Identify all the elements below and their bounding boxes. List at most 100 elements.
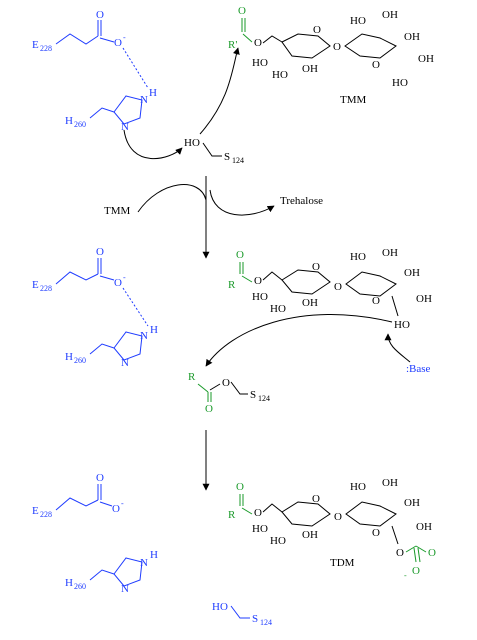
carbonyl-o: O: [96, 246, 104, 258]
base-arrow: [384, 333, 411, 363]
acyl-o: O: [236, 481, 244, 493]
glu-sub: 228: [40, 44, 52, 53]
glu-sub: 228: [40, 510, 52, 519]
r-group: R: [228, 509, 236, 521]
acyl-o: O: [205, 403, 213, 415]
glu228-residue-3: E 228 O O -: [32, 472, 124, 519]
tmm-molecule: O R' O O HO HO OH O HO OH OH OH O HO TMM: [228, 5, 434, 106]
ho-label: HO: [212, 601, 228, 613]
n-atom: N: [121, 583, 129, 595]
glyco-o: O: [333, 41, 341, 53]
oh-e: OH: [382, 247, 398, 259]
acyl-o-3: O: [412, 565, 420, 577]
ester-o-2: O: [396, 547, 404, 559]
oh-g: OH: [416, 293, 432, 305]
glu-label: E: [32, 39, 39, 51]
ser-label: S: [224, 151, 230, 163]
curved-arrow-3: [205, 314, 393, 367]
oh-g: OH: [416, 521, 432, 533]
trehalose-out-arrow: [209, 189, 275, 216]
oh-d: HO: [350, 481, 366, 493]
oh-e: OH: [382, 9, 398, 21]
charge-2: -: [404, 571, 407, 580]
his-sub: 260: [74, 582, 86, 591]
oh-g: OH: [418, 53, 434, 65]
carbonyl-o: O: [96, 472, 104, 484]
curved-arrow-1: [123, 129, 183, 159]
charge: -: [121, 499, 124, 508]
r-group: R: [228, 279, 236, 291]
nh: N: [140, 557, 148, 569]
base-label: :Base: [406, 363, 431, 375]
his-label: H: [65, 115, 73, 127]
nh: N: [140, 94, 148, 106]
acyl-enzyme: R O O S 124: [188, 371, 270, 415]
ser-sub: 124: [232, 156, 244, 165]
ring-o: O: [312, 261, 320, 273]
ser-sub: 124: [258, 394, 270, 403]
trehalose-label: Trehalose: [280, 195, 323, 207]
ser-label: S: [252, 613, 258, 625]
ester-o: O: [222, 377, 230, 389]
curved-arrow-2: [199, 47, 240, 135]
ring-o-2: O: [372, 295, 380, 307]
tmm-label: TMM: [340, 94, 367, 106]
his-label: H: [65, 577, 73, 589]
his260-residue-1: H 260 N H N: [65, 87, 157, 133]
oh-a: HO: [252, 291, 268, 303]
oh-d: HO: [350, 251, 366, 263]
n-atom: N: [121, 121, 129, 133]
oh-f: OH: [404, 497, 420, 509]
ser124-1: HO S 124: [184, 137, 244, 165]
carbonyl-o: O: [96, 9, 104, 21]
oh-b: HO: [270, 303, 286, 315]
tdm-molecule: O R O O HO HO OH O HO OH OH OH O O O O -…: [228, 477, 436, 580]
oh-a: HO: [252, 523, 268, 535]
ring-o: O: [313, 24, 321, 36]
nh: N: [140, 330, 148, 342]
glu-sub: 228: [40, 284, 52, 293]
ring-o-2: O: [372, 527, 380, 539]
charge: -: [123, 273, 126, 282]
glu-label: E: [32, 279, 39, 291]
acyl-trehalose: O R O O HO HO OH O HO OH OH OH O HO: [228, 247, 432, 331]
ho-label: HO: [184, 137, 200, 149]
carboxylate-o: O: [114, 37, 122, 49]
glu228-residue-1: E 228 O O -: [32, 9, 126, 53]
carboxylate-o: O: [114, 277, 122, 289]
h-atom: H: [149, 87, 157, 99]
oh-d: HO: [350, 15, 366, 27]
ring-o: O: [312, 493, 320, 505]
ester-o: O: [254, 37, 262, 49]
tmm-input-label: TMM: [104, 205, 131, 217]
glu-label: E: [32, 505, 39, 517]
oh-c: OH: [302, 297, 318, 309]
his-sub: 260: [74, 356, 86, 365]
oh-a: HO: [252, 57, 268, 69]
glyco-o: O: [334, 281, 342, 293]
h-atom: H: [150, 549, 158, 561]
glyco-o: O: [334, 511, 342, 523]
his-sub: 260: [74, 120, 86, 129]
acyl-o: O: [236, 249, 244, 261]
ester-o: O: [254, 275, 262, 287]
oh-c: OH: [302, 63, 318, 75]
his260-residue-2: H 260 N H N: [65, 324, 158, 369]
ring-o-2: O: [372, 59, 380, 71]
tmm-in-arrow: [137, 184, 207, 213]
acyl-o: O: [238, 5, 246, 17]
oh-f: OH: [404, 267, 420, 279]
r-group: R: [188, 371, 196, 383]
oh-b: HO: [272, 69, 288, 81]
his260-residue-3: H 260 N H N: [65, 549, 158, 595]
ser-sub: 124: [260, 618, 272, 627]
carboxylate-o: O: [112, 503, 120, 515]
tdm-label: TDM: [330, 557, 355, 569]
charge: -: [123, 33, 126, 42]
ser-label: S: [250, 389, 256, 401]
hbond-1: [122, 47, 149, 89]
nucleophile-oh: HO: [394, 319, 410, 331]
oh-e: OH: [382, 477, 398, 489]
oh-c: OH: [302, 529, 318, 541]
